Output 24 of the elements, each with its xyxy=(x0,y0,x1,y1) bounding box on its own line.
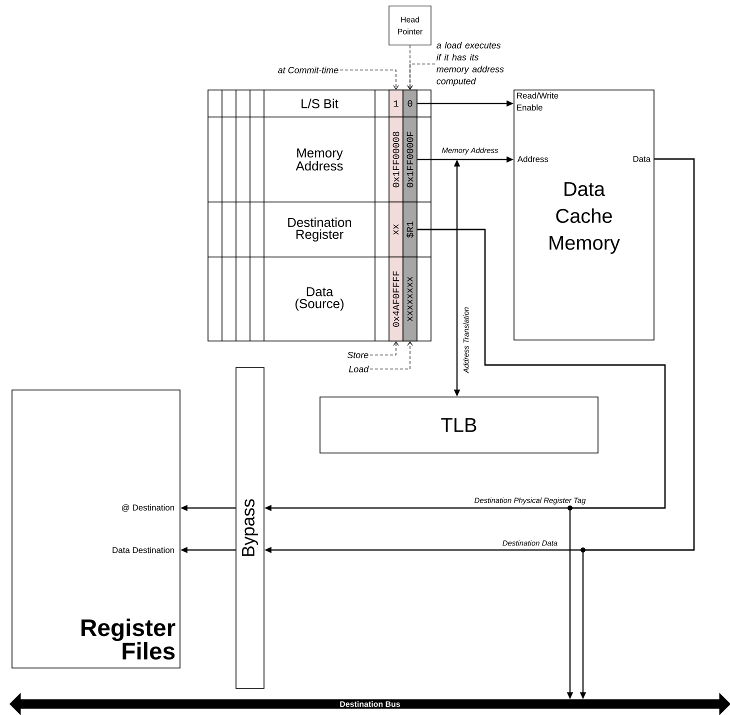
tlb-box: TLB xyxy=(320,396,598,454)
queue-table xyxy=(208,90,432,342)
arrow xyxy=(407,64,436,90)
register-file-box: @ Destination Data Destination Register Files xyxy=(12,390,180,668)
cache-memory-box: Read/Write Enable Address Data Data Cache Memory xyxy=(514,90,654,340)
note-text: Load xyxy=(348,366,369,372)
value-cell: xxxxxxxx xyxy=(402,256,418,342)
note-text: Store xyxy=(347,352,368,358)
value-cell: $R1 xyxy=(402,202,418,258)
value-cell: 0x4AF0FFFF xyxy=(388,256,404,342)
arrow xyxy=(340,70,399,90)
value-cell: 0 xyxy=(402,90,418,118)
note-text: a load executes if it has its memory address computed xyxy=(436,42,504,86)
arrow xyxy=(407,45,413,90)
row-label: L/S Bit xyxy=(302,98,338,108)
row-label: Data (Source) xyxy=(295,287,344,311)
bypass-box: Bypass xyxy=(236,367,264,689)
value-cell: 1 xyxy=(388,90,404,118)
arrow xyxy=(370,341,399,356)
arrow xyxy=(370,341,413,370)
value-cell: xx xyxy=(388,202,404,258)
row-label: Memory Address xyxy=(296,148,343,171)
note-text: at Commit-time xyxy=(278,66,338,74)
row-label: Destination Register xyxy=(288,217,352,242)
